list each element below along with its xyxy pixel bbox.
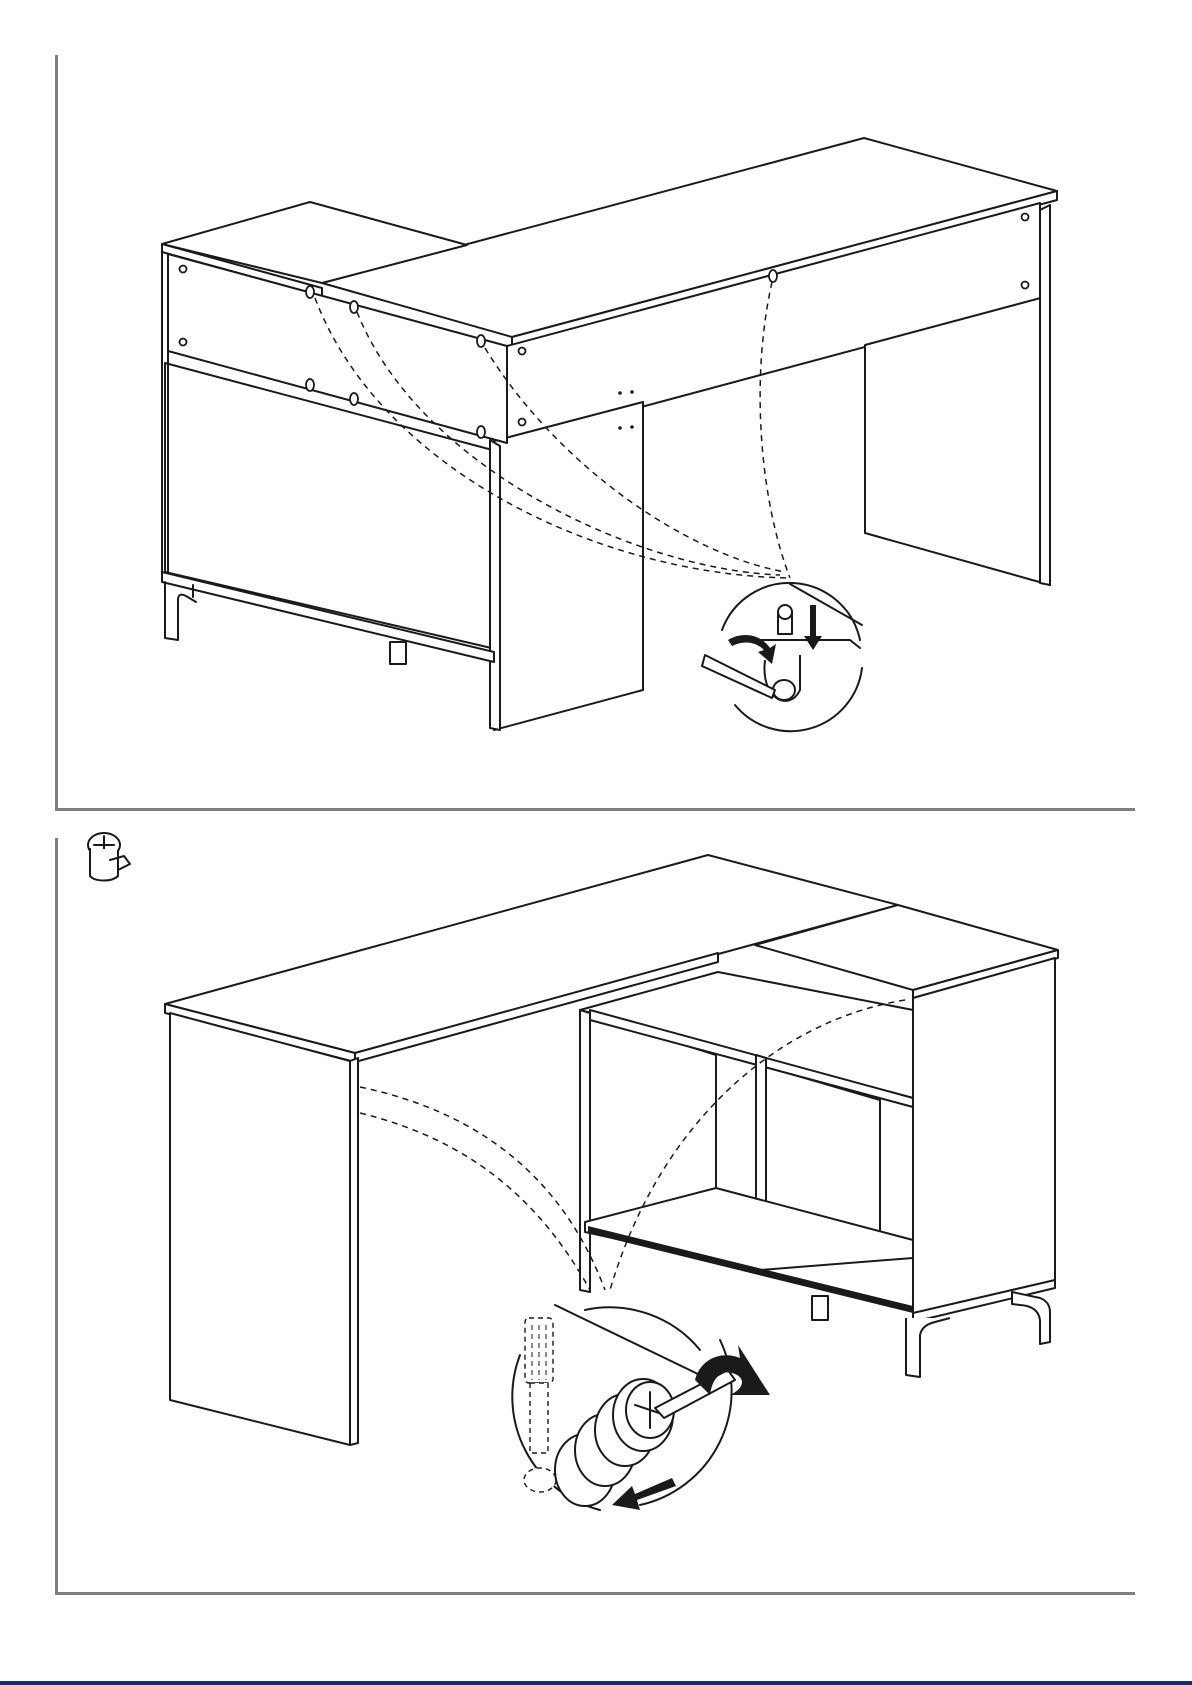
cabinet-leg-back	[812, 1296, 828, 1320]
cabinet-leg-front	[906, 1318, 950, 1377]
desk-left-leg	[170, 1013, 350, 1445]
cam-lock-icon	[88, 833, 130, 881]
detail-callout-cam-lock	[512, 1305, 770, 1510]
cabinet-left-side	[580, 1010, 590, 1292]
page-bottom-strip	[0, 1681, 1192, 1685]
cabinet-leg-right	[1012, 1292, 1050, 1344]
cabinet-right-side	[913, 958, 1055, 1318]
